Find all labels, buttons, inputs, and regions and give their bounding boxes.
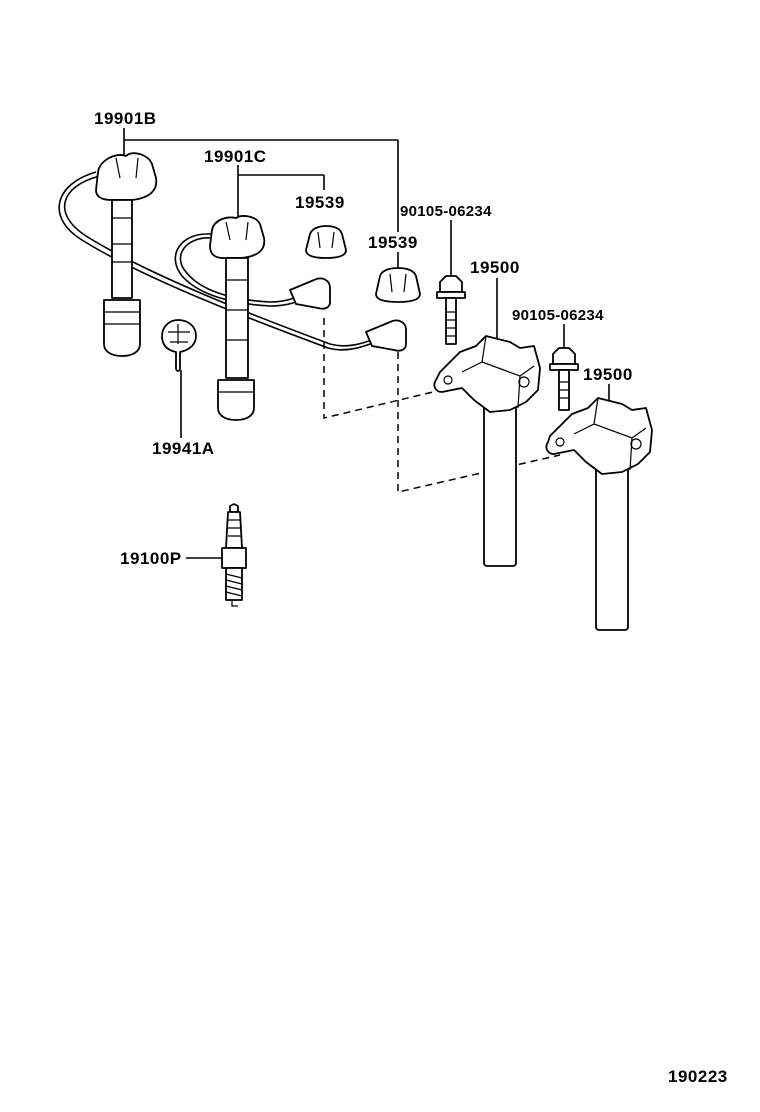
label-bolt-b: 90105-06234 <box>512 307 604 324</box>
label-coil-a: 19500 <box>470 258 520 277</box>
label-wire-set-c: 19901C <box>204 147 267 166</box>
bolt-a <box>436 275 466 345</box>
label-spark-plug: 19100P <box>120 549 182 568</box>
short-ignition-wire <box>174 215 331 421</box>
label-wire-set-b: 19901B <box>94 109 157 128</box>
wire-clamp <box>161 319 197 372</box>
part-labels: 19901B 19901C 19539 19539 90105-06234 90… <box>94 109 728 1086</box>
label-clamp: 19941A <box>152 439 215 458</box>
alignment-dashed-lines <box>323 318 561 493</box>
label-bolt-a: 90105-06234 <box>400 203 492 220</box>
cap-upper <box>305 225 347 259</box>
bolt-b <box>549 347 579 411</box>
cap-lower <box>375 267 421 303</box>
label-coil-b: 19500 <box>583 365 633 384</box>
ignition-coil-b <box>545 397 653 631</box>
ignition-coil-a <box>433 335 541 567</box>
label-cap-upper: 19539 <box>295 193 345 212</box>
label-cap-lower: 19539 <box>368 233 418 252</box>
leader-lines <box>123 128 610 559</box>
figure-number: 190223 <box>668 1067 728 1086</box>
spark-plug <box>221 503 247 607</box>
long-ignition-wire <box>58 152 407 357</box>
